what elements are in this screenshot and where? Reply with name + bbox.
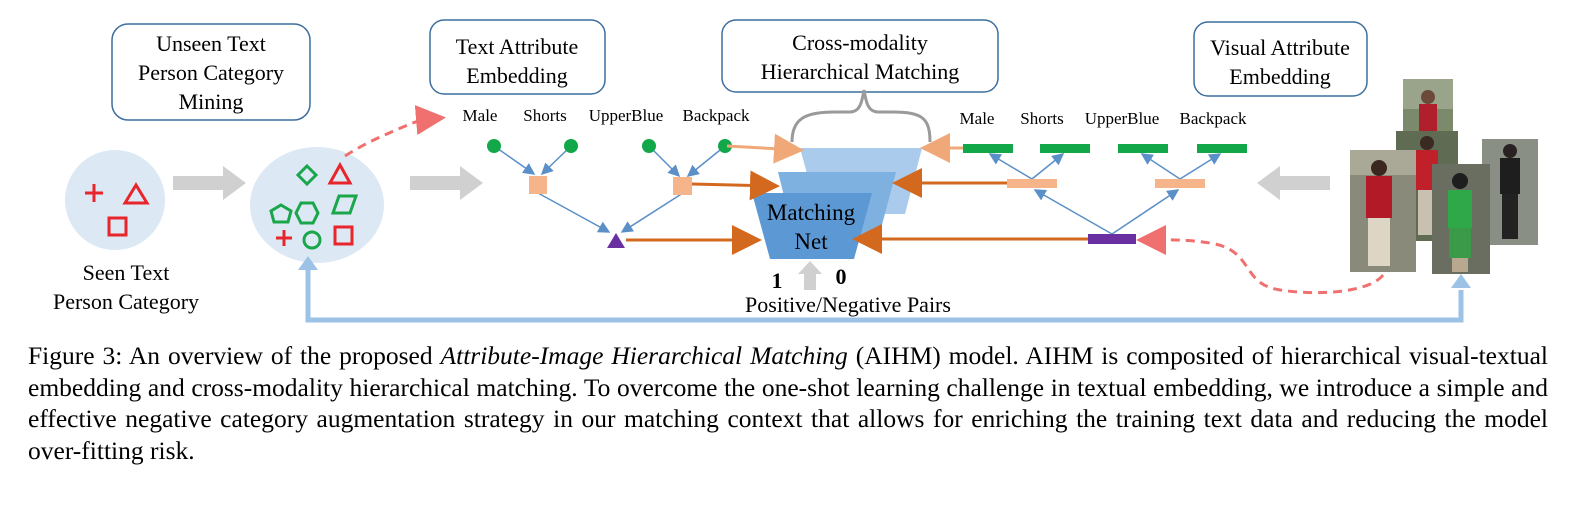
text-leaf-male	[487, 139, 501, 153]
text-leaf-upperblue	[642, 139, 656, 153]
augmented-category-cluster	[250, 147, 384, 263]
visual-attribute-embedding-box: Visual Attribute Embedding	[1193, 21, 1368, 97]
text-attribute-embedding-box: Text Attribute Embedding	[429, 19, 606, 95]
aihm-figure: Unseen Text Person Category Mining Text …	[53, 19, 1538, 323]
text-attribute-tree	[487, 139, 732, 248]
text-to-net-arrows	[626, 133, 804, 255]
caption-label: Figure 3:	[28, 341, 123, 370]
seen-category-cluster	[65, 150, 165, 250]
gray-arrow-3	[1257, 166, 1330, 200]
person-photo-right	[1482, 139, 1538, 245]
text-leaf-shorts	[564, 139, 578, 153]
visual-leaf-male	[963, 144, 1013, 153]
dashed-arrow-to-visual-root	[1136, 224, 1385, 295]
matching-net	[752, 193, 872, 259]
text-attr-box-line1: Text Attribute	[456, 34, 579, 59]
visual-root-node	[1088, 234, 1136, 244]
visual-attribute-labels: Male Shorts UpperBlue Backpack	[960, 109, 1247, 128]
visual-attr-shorts: Shorts	[1020, 109, 1063, 128]
positive-label: 1	[772, 268, 783, 293]
svg-text:Seen Text: Seen Text	[83, 260, 170, 285]
feedback-line	[305, 262, 1464, 323]
text-attr-backpack: Backpack	[682, 106, 750, 125]
caption-text-post: (AIHM) model. AIHM is composited of hier…	[28, 341, 1548, 465]
visual-attribute-tree	[963, 144, 1247, 244]
visual-leaf-shorts	[1040, 144, 1090, 153]
text-mid-node-2	[673, 177, 692, 195]
text-attr-shorts: Shorts	[523, 106, 566, 125]
matching-net-stack: Matching Net	[752, 148, 922, 259]
visual-attr-upperblue: UpperBlue	[1085, 109, 1160, 128]
text-leaf-backpack	[718, 139, 732, 153]
text-mid-node-1	[529, 176, 547, 194]
matching-net-line2: Net	[794, 229, 828, 254]
caption-emphasis: Attribute-Image Hierarchical Matching	[440, 341, 848, 370]
gray-arrow-2	[410, 166, 483, 200]
visual-attr-box-line1: Visual Attribute	[1210, 35, 1350, 60]
text-root-node	[607, 233, 625, 248]
unseen-box-line1: Unseen Text	[156, 31, 266, 56]
visual-attr-box-line2: Embedding	[1229, 64, 1330, 89]
pairs-up-arrow	[798, 261, 822, 290]
visual-mid-node-1	[1007, 179, 1057, 188]
figure-caption: Figure 3: An overview of the proposed At…	[28, 340, 1548, 466]
text-attribute-labels: Male Shorts UpperBlue Backpack	[463, 106, 750, 125]
unseen-box-line3: Mining	[179, 89, 244, 114]
cross-box-line1: Cross-modality	[792, 30, 928, 55]
svg-text:Person Category: Person Category	[53, 289, 199, 314]
visual-mid-node-2	[1155, 179, 1205, 188]
person-photo-front-center	[1432, 164, 1490, 274]
visual-leaf-backpack	[1197, 144, 1247, 153]
negative-label: 0	[836, 264, 847, 289]
cross-modality-matching-box: Cross-modality Hierarchical Matching	[721, 19, 999, 93]
matching-brace	[790, 89, 932, 143]
visual-attr-backpack: Backpack	[1179, 109, 1247, 128]
text-attr-box-line2: Embedding	[466, 63, 567, 88]
unseen-category-mining-box: Unseen Text Person Category Mining	[111, 23, 311, 121]
feedback-arrowhead-right	[1451, 274, 1471, 288]
gray-arrow-1	[173, 166, 246, 200]
caption-text-pre: An overview of the proposed	[122, 341, 441, 370]
feedback-arrowhead-left	[298, 256, 318, 270]
matching-net-line1: Matching	[767, 200, 856, 225]
visual-attr-male: Male	[960, 109, 995, 128]
unseen-box-line2: Person Category	[138, 60, 284, 85]
cross-box-line2: Hierarchical Matching	[761, 59, 960, 84]
dashed-arrow-to-text-embedding	[344, 105, 446, 158]
person-photo-front-left	[1350, 150, 1416, 272]
pairs-caption: Positive/Negative Pairs	[745, 292, 951, 317]
text-attr-male: Male	[463, 106, 498, 125]
visual-to-net-arrows	[852, 133, 1088, 254]
visual-leaf-upperblue	[1118, 144, 1168, 153]
text-attr-upperblue: UpperBlue	[589, 106, 664, 125]
pedestrian-image-collage	[1350, 79, 1538, 274]
seen-category-label: Seen Text Person Category	[53, 260, 199, 314]
